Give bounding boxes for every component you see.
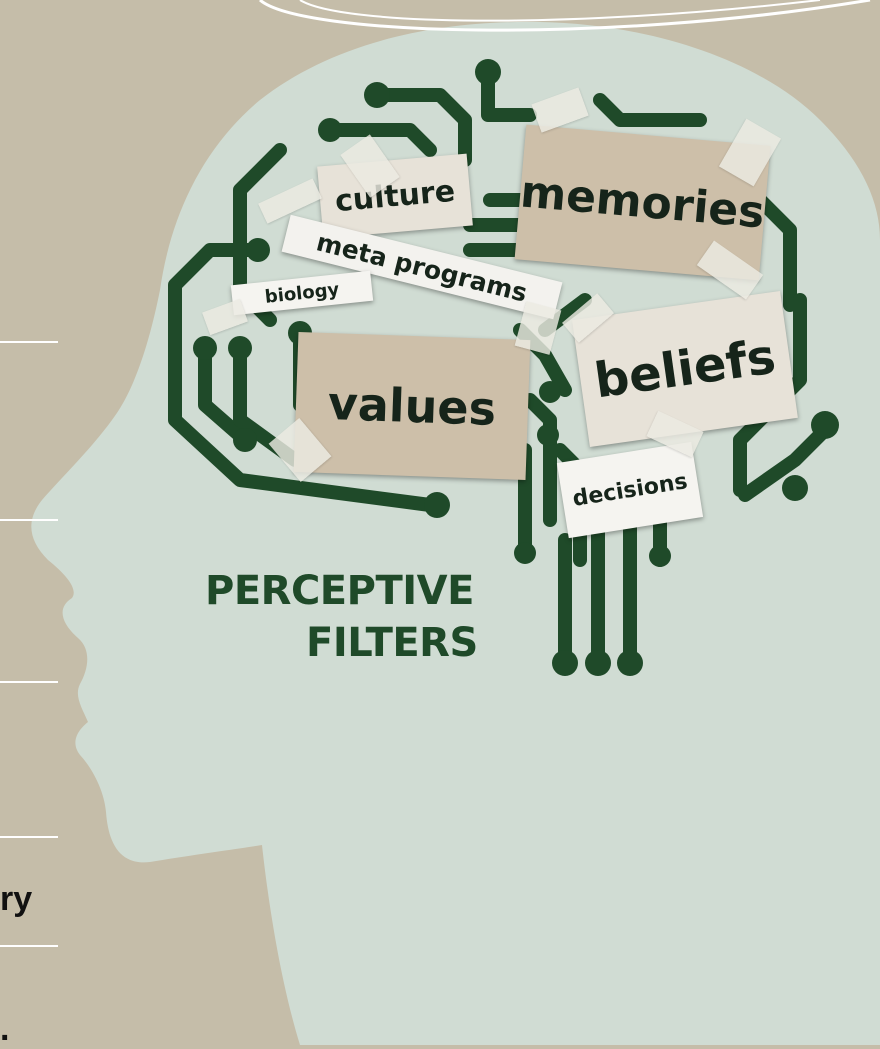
side-text-fragment: ry [0,880,33,918]
note-culture: culture [317,153,473,239]
label-beliefs: beliefs [591,328,779,410]
circuit-nodes [193,59,839,676]
label-decisions: decisions [570,468,690,512]
side-rules [0,341,58,947]
side-text-fragment: . [0,1010,10,1048]
title-line-1: PERCEPTIVE [205,568,474,614]
halo-ellipse-inner [299,0,821,22]
label-memories: memories [518,166,767,239]
label-values: values [327,376,497,436]
title-line-2: FILTERS [306,620,478,666]
label-biology: biology [263,278,341,308]
halo-ellipse [259,0,871,32]
